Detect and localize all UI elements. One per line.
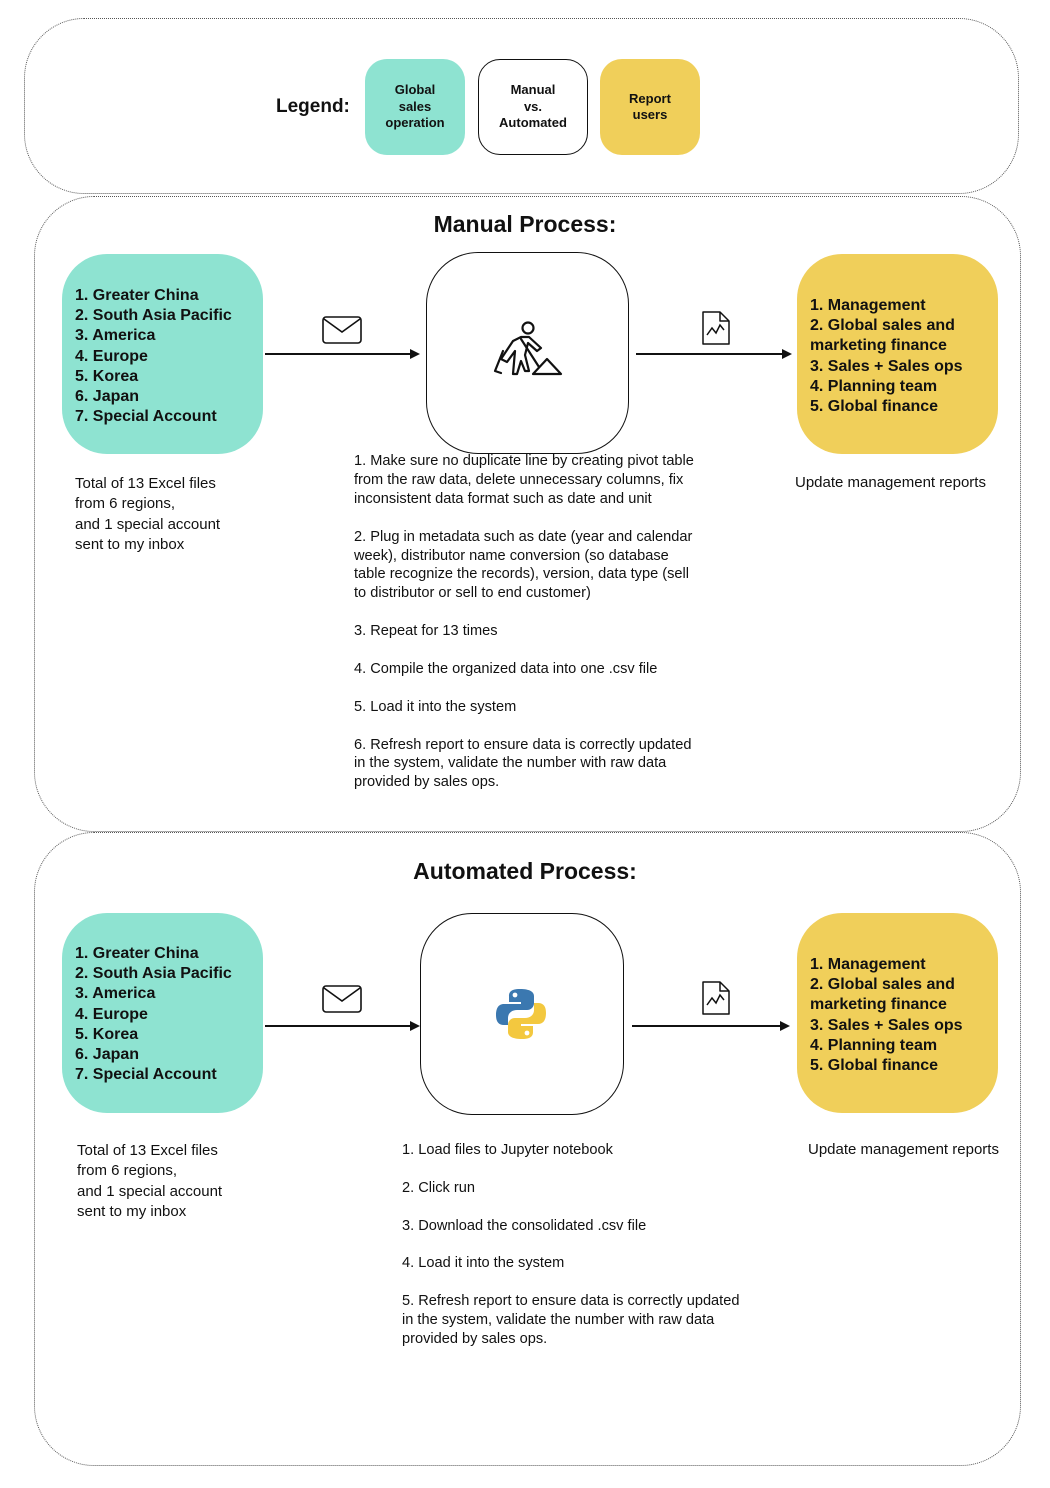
automated-users-list: 1. Management 2. Global sales and market… [810,955,998,1076]
manual-users-box: 1. Management 2. Global sales and market… [797,254,998,454]
step-item: 1. Load files to Jupyter notebook [402,1142,613,1158]
python-logo-icon [496,989,546,1039]
automated-regions-box: 1. Greater China 2. South Asia Pacific 3… [62,913,263,1113]
region-item: 3. America [75,327,156,345]
manual-users-list: 1. Management 2. Global sales and market… [810,296,998,417]
step-item: 3. Repeat for 13 times [354,623,498,640]
region-item: 4. Europe [75,347,148,365]
manual-output-arrow [636,349,792,358]
automated-process-box [420,913,624,1115]
manual-source-note: Total of 13 Excel files from 6 regions, … [75,475,221,553]
automated-source-note: Total of 13 Excel files from 6 regions, … [77,1142,223,1220]
region-item: 3. America [75,985,156,1003]
automated-regions-list: 1. Greater China 2. South Asia Pacific 3… [75,944,263,1085]
manual-regions-list: 1. Greater China 2. South Asia Pacific 3… [75,286,263,427]
user-item: marketing finance [810,996,947,1014]
user-item: marketing finance [810,337,947,355]
manual-process-box [426,252,629,454]
step-item: 1. Make sure no duplicate line by creati… [354,453,694,507]
report-file-icon [702,981,730,1015]
region-item: 5. Korea [75,1025,139,1043]
region-item: 2. South Asia Pacific [75,307,232,325]
manual-regions-box: 1. Greater China 2. South Asia Pacific 3… [62,254,263,454]
mail-icon [322,985,362,1013]
user-item: 5. Global finance [810,398,939,416]
mail-icon [322,316,362,344]
user-item: 3. Sales + Sales ops [810,1016,963,1034]
manual-steps-list: 1. Make sure no duplicate line by creati… [354,452,704,811]
legend-panel [24,18,1019,194]
user-item: 4. Planning team [810,377,938,395]
step-item: 6. Refresh report to ensure data is corr… [354,736,692,791]
legend-label: Legend: [276,96,350,117]
user-item: 4. Planning team [810,1036,938,1054]
region-item: 6. Japan [75,388,140,406]
automated-process-panel [34,832,1021,1466]
worker-digging-icon [493,321,563,376]
report-file-icon [702,311,730,345]
region-item: 6. Japan [75,1046,140,1064]
automated-output-arrow [632,1021,790,1030]
region-item: 2. South Asia Pacific [75,965,232,983]
region-item: 5. Korea [75,367,139,385]
manual-input-arrow [265,349,420,358]
region-item: 1. Greater China [75,945,199,962]
step-item: 2. Click run [402,1179,475,1196]
user-item: 3. Sales + Sales ops [810,357,963,375]
automated-users-box: 1. Management 2. Global sales and market… [797,913,998,1113]
automated-target-note: Update management reports [808,1141,999,1158]
automated-input-arrow [265,1021,420,1030]
user-item: 1. Management [810,956,926,973]
step-item: 2. Plug in metadata such as date (year a… [354,528,693,602]
automated-steps-list: 1. Load files to Jupyter notebook 2. Cli… [402,1141,752,1368]
legend-manual-vs-automated: Manual vs. Automated [478,59,588,155]
manual-process-panel [34,196,1021,832]
user-item: 1. Management [810,297,926,314]
step-item: 5. Load it into the system [354,698,517,715]
region-item: 7. Special Account [75,1066,217,1084]
legend-report-users: Report users [600,59,700,155]
region-item: 7. Special Account [75,408,217,426]
region-item: 1. Greater China [75,287,199,304]
step-item: 4. Load it into the system [402,1255,565,1272]
user-item: 5. Global finance [810,1057,939,1075]
manual-target-note: Update management reports [795,474,986,491]
step-item: 5. Refresh report to ensure data is corr… [402,1293,740,1347]
manual-process-title: Manual Process: [433,211,617,237]
region-item: 4. Europe [75,1005,148,1023]
step-item: 4. Compile the organized data into one .… [354,660,658,677]
automated-process-title: Automated Process: [413,858,637,884]
user-item: 2. Global sales and [810,976,955,994]
step-item: 3. Download the consolidated .csv file [402,1217,647,1234]
user-item: 2. Global sales and [810,317,955,335]
legend-global-sales-operation: Global sales operation [365,59,465,155]
